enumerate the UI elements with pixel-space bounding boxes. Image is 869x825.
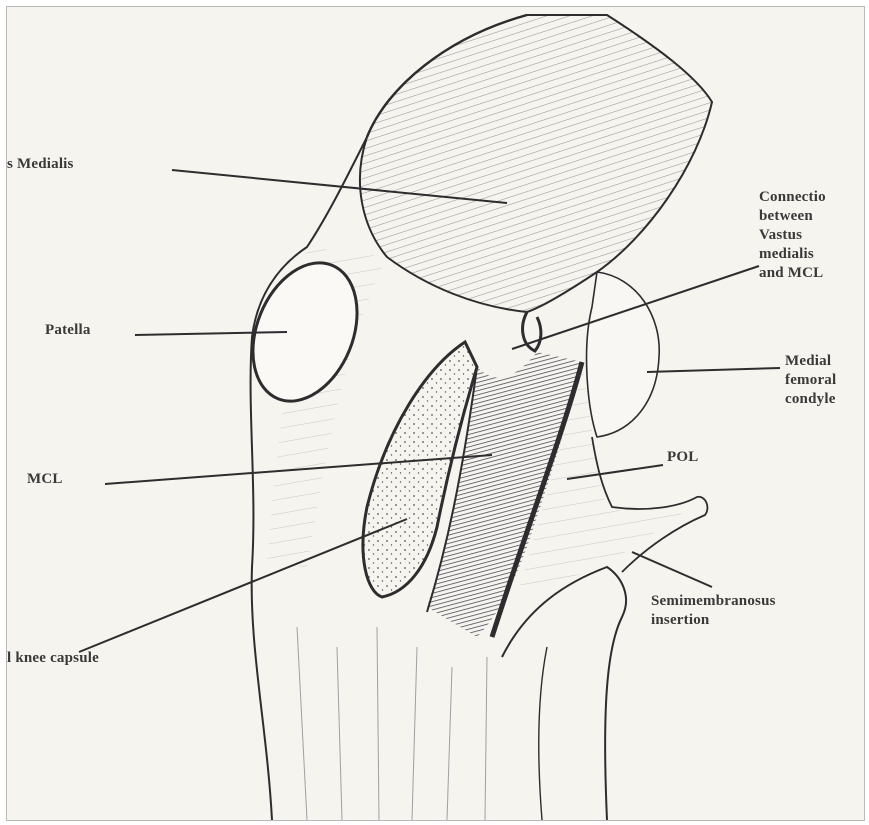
- label-connection: Connectio between Vastus medialis and MC…: [759, 188, 826, 283]
- label-connection-line-3: Vastus: [759, 226, 826, 245]
- label-connection-line-5: and MCL: [759, 264, 826, 283]
- leader-semimembranosus: [632, 552, 712, 587]
- label-knee-capsule: l knee capsule: [7, 649, 99, 668]
- label-vastus-medialis: s Medialis: [7, 155, 74, 174]
- label-connection-line-1: Connectio: [759, 188, 826, 207]
- label-semimembranosus: Semimembranosus insertion: [651, 592, 776, 630]
- label-condyle-line-1: Medial: [785, 352, 836, 371]
- label-medial-femoral-condyle: Medial femoral condyle: [785, 352, 836, 409]
- label-condyle-line-3: condyle: [785, 390, 836, 409]
- diagram-frame: s Medialis Patella MCL l knee capsule Co…: [6, 6, 865, 821]
- leader-condyle: [647, 368, 780, 372]
- label-pol: POL: [667, 448, 698, 467]
- label-mcl: MCL: [27, 470, 63, 489]
- medial-femoral-condyle-shape: [587, 272, 660, 437]
- leader-knee-capsule: [79, 519, 407, 652]
- leg-faint-lines: [297, 627, 487, 820]
- label-semimembranosus-line-1: Semimembranosus: [651, 592, 776, 611]
- tibia-outline: [502, 567, 626, 820]
- label-condyle-line-2: femoral: [785, 371, 836, 390]
- tibia-inner-line: [539, 647, 547, 820]
- vastus-medialis-muscle: [360, 15, 712, 312]
- label-semimembranosus-line-2: insertion: [651, 611, 776, 630]
- label-patella: Patella: [45, 321, 91, 340]
- knee-anatomy-drawing: [7, 7, 864, 820]
- label-connection-line-2: between: [759, 207, 826, 226]
- label-connection-line-4: medialis: [759, 245, 826, 264]
